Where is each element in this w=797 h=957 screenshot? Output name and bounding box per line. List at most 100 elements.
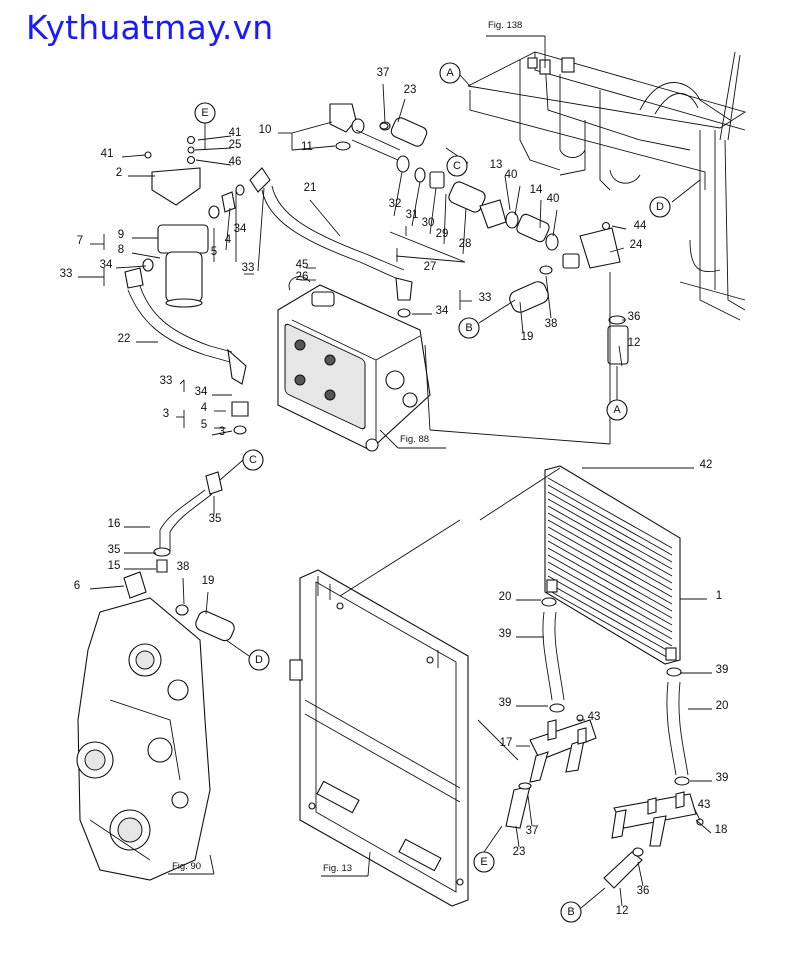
leader-line	[257, 187, 265, 272]
part-number-label: 26	[296, 271, 309, 283]
part-number-label: 12	[628, 337, 641, 349]
figure-reference: Fig. 88	[400, 434, 429, 445]
part-number-label: 19	[521, 331, 534, 343]
leader-line	[367, 851, 371, 877]
part-number-label: 23	[404, 84, 417, 96]
part-number-label: 38	[545, 318, 558, 330]
part-number-label: 10	[259, 124, 272, 136]
figure-reference: Fig. 138	[488, 20, 522, 31]
leader-line	[382, 83, 386, 123]
cooler-mounting-frame	[289, 569, 469, 907]
leader-line	[291, 145, 336, 151]
part-number-label: 20	[716, 700, 729, 712]
part-number-label: 12	[616, 905, 629, 917]
part-number-label: 34	[195, 386, 208, 398]
part-number-label: 39	[499, 628, 512, 640]
part-number-label: 11	[301, 141, 313, 153]
part-number-label: 36	[628, 311, 641, 323]
part-number-label: 3	[219, 426, 225, 438]
leader-line	[483, 825, 503, 853]
leader-line	[443, 193, 447, 245]
leader-line	[527, 795, 533, 827]
leader-line	[393, 171, 403, 217]
part-number-label: 37	[377, 67, 390, 79]
connector-marker: E	[194, 102, 216, 124]
part-number-label: 31	[406, 209, 419, 221]
connector-marker: C	[446, 155, 468, 177]
leader-line	[379, 429, 399, 449]
leader-line	[194, 147, 232, 151]
leader-line	[219, 459, 244, 481]
connector-marker: E	[473, 851, 495, 873]
part-number-label: 35	[108, 544, 121, 556]
site-watermark: Kythuatmay.vn	[26, 8, 274, 47]
part-number-label: 13	[490, 159, 503, 171]
part-number-label: 39	[716, 664, 729, 676]
part-number-label: 42	[700, 459, 713, 471]
leader-line	[131, 252, 161, 259]
leader-line	[580, 887, 606, 909]
connector-letter: C	[249, 454, 257, 466]
part-number-label: 4	[201, 402, 208, 414]
leader-line	[209, 854, 215, 875]
leader-line	[339, 519, 461, 597]
leader-line	[115, 265, 147, 269]
connector-marker: D	[649, 196, 671, 218]
leader-line	[519, 301, 524, 334]
part-number-label: 14	[530, 184, 543, 196]
part-number-label: 8	[118, 244, 124, 256]
leader-line	[459, 74, 471, 87]
leader-line	[291, 121, 333, 134]
connector-markers: A E C D B A C D E B	[194, 62, 671, 923]
transmission-case-assembly	[76, 471, 235, 881]
connector-letter: B	[465, 322, 472, 334]
part-number-label: 7	[77, 235, 83, 247]
part-number-label: 35	[209, 513, 222, 525]
leader-line	[462, 207, 467, 255]
part-number-label: 3	[163, 408, 169, 420]
part-number-label: 33	[242, 262, 255, 274]
leader-line	[397, 98, 406, 123]
part-number-label: 45	[296, 259, 309, 271]
part-number-label: 20	[499, 591, 512, 603]
connector-marker: A	[606, 399, 628, 421]
part-number-label: 38	[177, 561, 190, 573]
oil-cooler	[544, 465, 681, 665]
leader-line	[197, 135, 232, 141]
leader-line	[693, 807, 701, 821]
part-number-label: 41	[229, 127, 242, 139]
figure-reference: Fig. 13	[323, 863, 352, 874]
leader-line	[195, 159, 232, 166]
part-number-label: 21	[304, 182, 317, 194]
leader-line	[211, 430, 233, 436]
leader-line	[545, 275, 552, 319]
leader-line	[225, 639, 250, 657]
leader-line	[179, 379, 185, 385]
part-number-label: 23	[513, 846, 526, 858]
part-number-label: 2	[116, 167, 122, 179]
leader-line	[424, 344, 431, 431]
connector-marker: C	[242, 449, 264, 471]
connector-letter: D	[656, 201, 664, 213]
leader-line	[611, 225, 627, 230]
part-number-label: 5	[211, 246, 217, 258]
leader-line	[514, 185, 521, 216]
part-number-label: 15	[108, 560, 121, 572]
connector-letter: A	[446, 67, 454, 79]
leader-line	[479, 467, 561, 521]
connector-letter: D	[255, 654, 263, 666]
part-number-label: 17	[500, 737, 513, 749]
part-number-label: 33	[60, 268, 73, 280]
part-number-label: 33	[479, 292, 492, 304]
control-valve-block	[277, 276, 431, 452]
leader-line	[695, 819, 712, 834]
part-number-label: 24	[630, 239, 643, 251]
leader-line	[429, 429, 611, 445]
part-number-label: 29	[436, 228, 449, 240]
leader-line	[504, 175, 511, 211]
part-number-label: 25	[229, 139, 242, 151]
connector-letter: E	[480, 856, 487, 868]
connector-letter: B	[567, 906, 574, 918]
part-number-label: 43	[698, 799, 711, 811]
